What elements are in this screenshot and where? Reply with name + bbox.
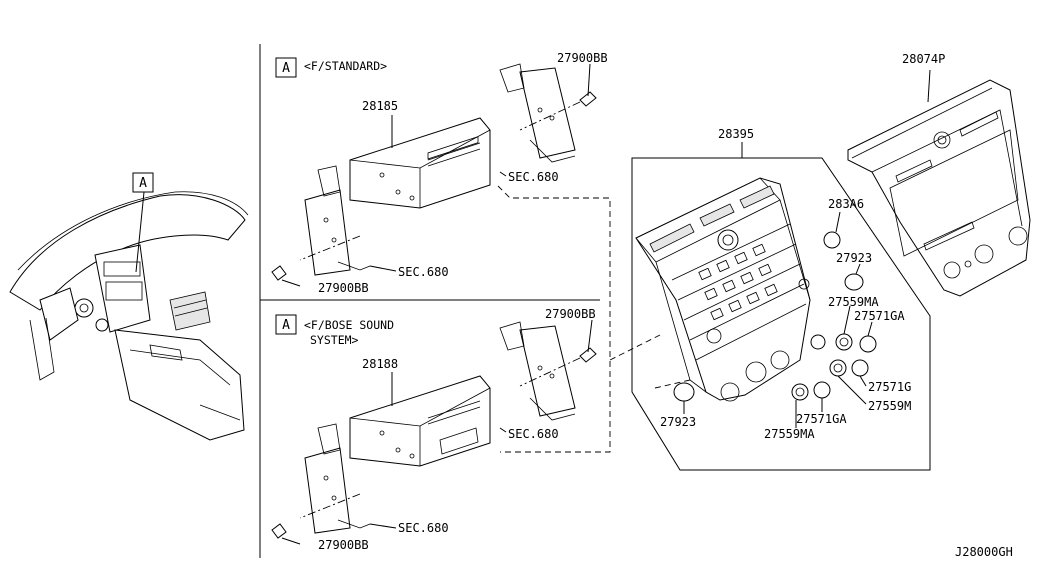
label-28395: 28395 — [718, 127, 754, 141]
variant-standard-letter: A — [282, 61, 290, 76]
label-27559ma-bottom: 27559MA — [764, 427, 815, 441]
loose-knobs — [673, 211, 877, 428]
variant-bose-label-line2: SYSTEM> — [310, 333, 359, 347]
label-27900bb-bose-bottom: 27900BB — [318, 538, 369, 552]
view-marker-letter: A — [139, 176, 147, 191]
label-28074p: 28074P — [902, 52, 945, 66]
variant-bose-letter: A — [282, 318, 290, 333]
finisher-panel — [847, 69, 1031, 297]
variant-standard-label: <F/STANDARD> — [304, 59, 387, 73]
label-27559m: 27559M — [868, 399, 911, 413]
variant-bose: A <F/BOSE SOUND SYSTEM> — [271, 314, 597, 545]
label-27900bb-std-bottom: 27900BB — [318, 281, 369, 295]
label-27559ma-top: 27559MA — [828, 295, 879, 309]
label-28185: 28185 — [362, 99, 398, 113]
label-sec680-bose-right: SEC.680 — [508, 427, 559, 441]
control-panel-assembly — [631, 142, 931, 471]
label-27923-top: 27923 — [836, 251, 872, 265]
label-27923-bottom: 27923 — [660, 415, 696, 429]
label-27571ga-bottom: 27571GA — [796, 412, 847, 426]
variant-bose-label-line1: <F/BOSE SOUND — [304, 318, 394, 332]
label-27571g: 27571G — [868, 380, 911, 394]
section-dividers — [259, 44, 600, 558]
label-sec680-std-right: SEC.680 — [508, 170, 559, 184]
label-28188: 28188 — [362, 357, 398, 371]
label-27571ga-top: 27571GA — [854, 309, 905, 323]
diagram-id: J28000GH — [955, 545, 1013, 559]
label-27900bb-bose-top: 27900BB — [545, 307, 596, 321]
dashboard-overview — [9, 191, 249, 441]
label-27900bb-std-top: 27900BB — [557, 51, 608, 65]
label-sec680-std-left: SEC.680 — [398, 265, 449, 279]
variant-standard: A <F/STANDARD> — [271, 57, 597, 287]
label-283a6: 283A6 — [828, 197, 864, 211]
view-marker-a: A — [132, 172, 154, 193]
label-sec680-bose-left: SEC.680 — [398, 521, 449, 535]
dashed-connectors — [497, 185, 691, 453]
